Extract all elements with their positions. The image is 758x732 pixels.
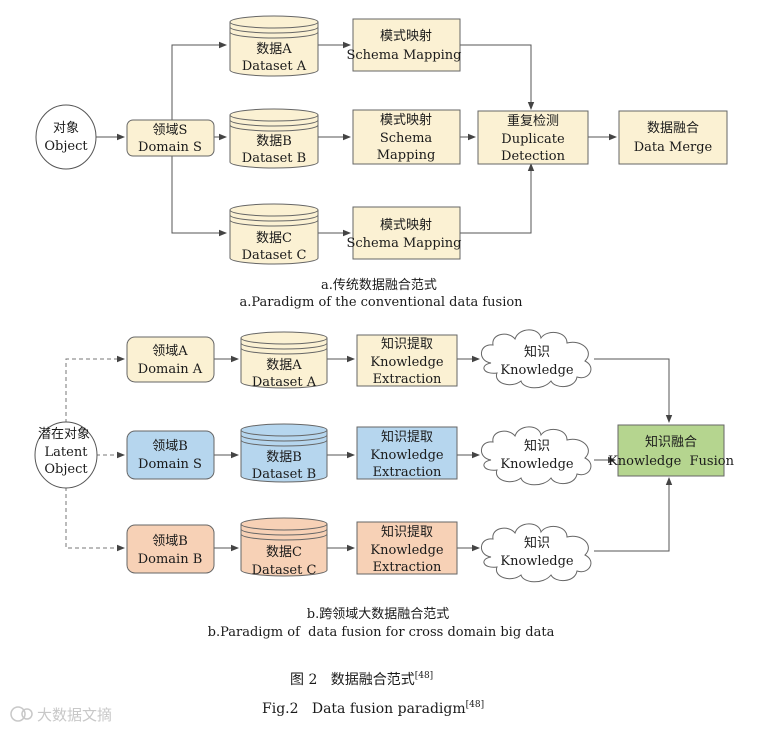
svg-text:重复检测: 重复检测 <box>507 113 559 129</box>
domain-b-orange-box: 领域B Domain B <box>126 524 215 574</box>
domain-b-blue-box: 领域B Domain S <box>126 430 215 480</box>
caption-a-zh: a.传统数据融合范式 <box>321 278 437 293</box>
svg-text:领域A: 领域A <box>152 344 188 359</box>
svg-text:Mapping: Mapping <box>377 148 436 163</box>
svg-text:Latent: Latent <box>45 445 89 460</box>
latent-object-node: 潜在对象 Latent Object <box>34 421 98 489</box>
dataset-c-cylinder-orange: 数据C Dataset C <box>240 517 328 578</box>
svg-text:Domain S: Domain S <box>138 140 202 155</box>
svg-text:数据融合: 数据融合 <box>647 121 699 136</box>
svg-text:数据B: 数据B <box>256 134 292 149</box>
svg-text:Schema Mapping: Schema Mapping <box>346 236 461 251</box>
svg-text:数据B: 数据B <box>266 450 302 465</box>
svg-text:Knowledge: Knowledge <box>500 457 574 472</box>
knowledge-cloud-a: 知识 Knowledge <box>481 329 592 389</box>
knowledge-extraction-box-b: 知识提取 Knowledge Extraction <box>356 426 458 480</box>
knowledge-extraction-box-a: 知识提取 Knowledge Extraction <box>356 334 458 387</box>
svg-text:Extraction: Extraction <box>373 372 442 387</box>
svg-text:Dataset A: Dataset A <box>252 375 317 390</box>
dataset-b-cylinder-blue: 数据B Dataset B <box>240 423 328 483</box>
svg-text:Object: Object <box>44 139 88 154</box>
svg-text:Dataset C: Dataset C <box>252 563 317 578</box>
schema-mapping-box-a: 模式映射 Schema Mapping <box>346 18 462 72</box>
svg-text:知识提取: 知识提取 <box>381 336 433 352</box>
svg-text:数据C: 数据C <box>266 545 302 560</box>
svg-text:对象: 对象 <box>53 121 79 136</box>
svg-text:Object: Object <box>44 462 88 477</box>
svg-text:知识: 知识 <box>524 535 550 551</box>
svg-text:Dataset B: Dataset B <box>242 151 306 166</box>
svg-text:Dataset C: Dataset C <box>242 248 307 263</box>
dataset-a-cylinder: 数据A Dataset A <box>229 15 319 77</box>
schema-mapping-box-b: 模式映射 Schema Mapping <box>352 109 461 165</box>
dataset-c-cylinder: 数据C Dataset C <box>229 203 319 265</box>
knowledge-extraction-box-c: 知识提取 Knowledge Extraction <box>356 521 458 575</box>
svg-text:Schema Mapping: Schema Mapping <box>346 48 461 63</box>
knowledge-cloud-c: 知识 Knowledge <box>481 523 592 583</box>
svg-text:Knowledge: Knowledge <box>500 363 574 378</box>
svg-text:模式映射: 模式映射 <box>380 217 432 233</box>
svg-text:Knowledge: Knowledge <box>370 543 444 558</box>
svg-text:Duplicate: Duplicate <box>501 132 565 147</box>
svg-text:Fig.2 Data fusion paradigm[4: Fig.2 Data fusion paradigm[48] <box>262 700 484 717</box>
svg-text:Domain A: Domain A <box>138 362 203 377</box>
figure-title-zh: 图 2 数据融合范式[48] <box>290 671 433 688</box>
svg-text:Domain S: Domain S <box>138 457 202 472</box>
data-merge-box: 数据融合 Data Merge <box>618 110 728 165</box>
part-b-connectors <box>214 355 673 552</box>
knowledge-fusion-box: 知识融合 Knowledge Fusion <box>608 424 735 477</box>
svg-text:领域B: 领域B <box>152 534 188 549</box>
svg-text:Data Merge: Data Merge <box>634 140 713 155</box>
caption-a-en: a.Paradigm of the conventional data fusi… <box>239 295 523 310</box>
domain-a-box: 领域A Domain A <box>126 336 215 383</box>
svg-text:领域S: 领域S <box>153 123 188 138</box>
part-a-connectors <box>95 41 617 237</box>
caption-b-en: b.Paradigm of data fusion for cross doma… <box>208 625 555 640</box>
svg-text:Domain B: Domain B <box>138 552 203 567</box>
watermark: 大数据文摘 <box>10 706 112 724</box>
svg-text:Schema: Schema <box>380 131 433 146</box>
svg-text:知识: 知识 <box>524 344 550 360</box>
svg-text:数据C: 数据C <box>256 231 292 246</box>
duplicate-detection-box: 重复检测 Duplicate Detection <box>477 110 589 165</box>
svg-text:知识: 知识 <box>524 438 550 454</box>
dataset-b-cylinder: 数据B Dataset B <box>229 108 319 169</box>
svg-text:Dataset A: Dataset A <box>242 59 307 74</box>
svg-text:Knowledge: Knowledge <box>500 554 574 569</box>
svg-text:Knowledge: Knowledge <box>370 355 444 370</box>
svg-text:大数据文摘: 大数据文摘 <box>37 706 112 724</box>
svg-text:知识提取: 知识提取 <box>381 524 433 540</box>
svg-text:模式映射: 模式映射 <box>380 28 432 44</box>
svg-text:Knowledge: Knowledge <box>370 448 444 463</box>
svg-text:图 2 数据融合范式[48]: 图 2 数据融合范式[48] <box>290 671 433 688</box>
svg-text:知识融合: 知识融合 <box>645 434 697 450</box>
figure-title-en: Fig.2 Data fusion paradigm[48] <box>262 700 484 717</box>
schema-mapping-box-c: 模式映射 Schema Mapping <box>346 206 462 260</box>
svg-text:Dataset B: Dataset B <box>252 467 316 482</box>
part-b-dashed-connectors <box>65 355 125 552</box>
svg-text:知识提取: 知识提取 <box>381 429 433 445</box>
domain-s-box: 领域S Domain S <box>126 119 215 157</box>
svg-text:Detection: Detection <box>501 149 566 164</box>
dataset-a-cylinder-b: 数据A Dataset A <box>240 331 328 390</box>
svg-text:Extraction: Extraction <box>373 560 442 575</box>
svg-text:潜在对象: 潜在对象 <box>38 427 90 442</box>
svg-text:Extraction: Extraction <box>373 465 442 480</box>
svg-text:模式映射: 模式映射 <box>380 112 432 128</box>
knowledge-cloud-b: 知识 Knowledge <box>481 426 592 486</box>
svg-text:数据A: 数据A <box>266 358 302 373</box>
object-node: 对象 Object <box>35 104 97 170</box>
caption-b-zh: b.跨领域大数据融合范式 <box>307 607 449 622</box>
svg-text:领域B: 领域B <box>152 439 188 454</box>
svg-text:数据A: 数据A <box>256 42 292 57</box>
svg-text:Knowledge Fusion: Knowledge Fusion <box>608 454 735 469</box>
